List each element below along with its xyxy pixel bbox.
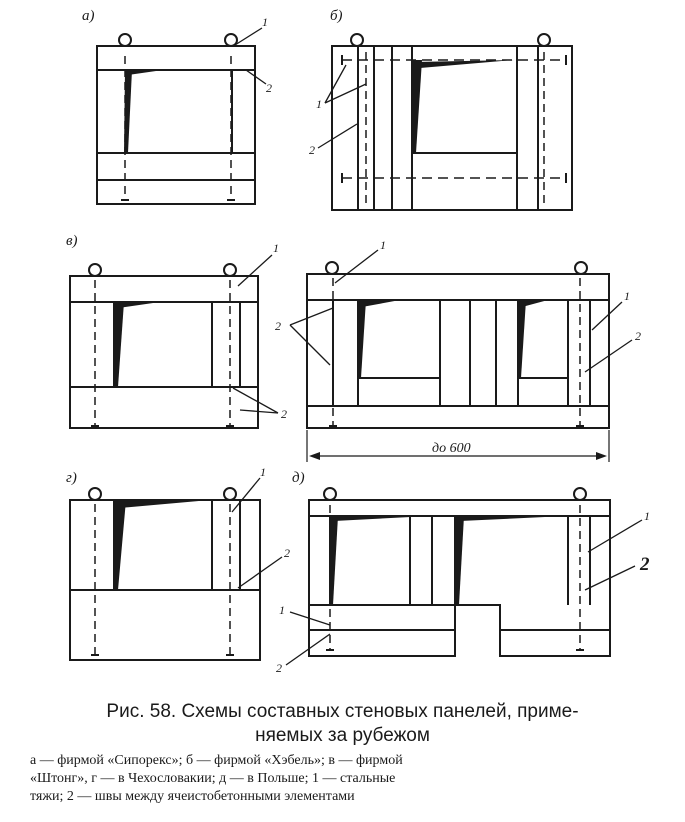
panel-b-outline: [331, 45, 573, 211]
lifting-loop-icon: [573, 487, 587, 501]
callout-1: 1: [316, 97, 322, 111]
panel-a-outline: [96, 45, 256, 205]
caption-legend-line-2: «Штонг», г — в Чехословакии; д — в Польш…: [30, 771, 396, 786]
lifting-loop-icon: [574, 261, 588, 275]
panel-b-window-shade: [414, 60, 514, 68]
caption-legend-line-1: а — фирмой «Сипорекс»; б — фирмой «Хэбел…: [30, 753, 403, 768]
callout-leader: [324, 64, 347, 104]
lifting-loop-icon: [325, 261, 339, 275]
lifting-loop-icon: [223, 487, 237, 501]
lifting-loop-icon: [224, 33, 238, 47]
panel-c-left-scheme: в) 1 2: [66, 233, 287, 429]
callout-2: 2: [275, 319, 281, 333]
callout-1: 1: [273, 241, 279, 255]
lifting-loop-icon: [323, 487, 337, 501]
panel-a-window-shade: [124, 70, 132, 153]
wall-panel-schemes-figure: а) 1 2 б): [66, 8, 650, 675]
dimension-line: до 600: [306, 430, 610, 462]
callout-1: 1: [260, 465, 266, 479]
lifting-loop-icon: [118, 33, 132, 47]
callout-2: 2: [635, 329, 641, 343]
figure-caption-title: Рис. 58. Схемы составных стеновых панеле…: [20, 700, 665, 748]
panel-c-left-outline: [69, 275, 259, 429]
lifting-loop-icon: [88, 487, 102, 501]
panel-label-c: в): [66, 233, 78, 249]
caption-title-line-2: няемых за рубежом: [255, 725, 430, 746]
lifting-loop-icon: [223, 263, 237, 277]
panel-c-right-outline: [306, 273, 610, 429]
lifting-loop-icon: [350, 33, 364, 47]
figure-caption-legend: а — фирмой «Сипорекс»; б — фирмой «Хэбел…: [30, 752, 660, 806]
dimension-label: до 600: [432, 441, 471, 456]
callout-leader: [324, 83, 367, 104]
panel-b-window-shade: [412, 60, 422, 153]
callout-2: 2: [284, 546, 290, 560]
lifting-loop-icon: [88, 263, 102, 277]
callout-2-large: 2: [639, 554, 650, 575]
callout-1: 1: [380, 238, 386, 252]
panel-label-e: д): [292, 470, 305, 486]
callout-2: 2: [281, 407, 287, 421]
callout-1: 1: [262, 15, 268, 29]
caption-legend-line-3: тяжи; 2 — швы между ячеистобетонными эле…: [30, 789, 355, 804]
callout-leader: [245, 69, 267, 85]
callout-2: 2: [309, 143, 315, 157]
panel-c-right-scheme: 1 2 1 2 до 600: [275, 238, 641, 462]
callout-2: 2: [276, 661, 282, 675]
panel-label-b: б): [330, 8, 343, 24]
panel-e-scheme: д) 1 2 1 2: [276, 470, 650, 675]
callout-2: 2: [266, 81, 272, 95]
lifting-loop-icon: [537, 33, 551, 47]
callout-1: 1: [624, 289, 630, 303]
callout-1: 1: [644, 509, 650, 523]
callout-leader: [317, 123, 358, 149]
caption-title-line-1: Рис. 58. Схемы составных стеновых панеле…: [106, 701, 579, 722]
panel-e-outline: [308, 499, 611, 657]
panel-label-a: а): [82, 8, 95, 24]
panel-a-scheme: а) 1 2: [82, 8, 272, 205]
panel-label-d: г): [66, 470, 77, 486]
callout-leader: [234, 27, 263, 46]
callout-1: 1: [279, 603, 285, 617]
panel-b-scheme: б) 1 2: [309, 8, 573, 211]
panel-a-window-shade: [128, 70, 163, 75]
panel-d-outline: [69, 499, 261, 661]
panel-d-scheme: г) 1 2: [66, 465, 290, 661]
